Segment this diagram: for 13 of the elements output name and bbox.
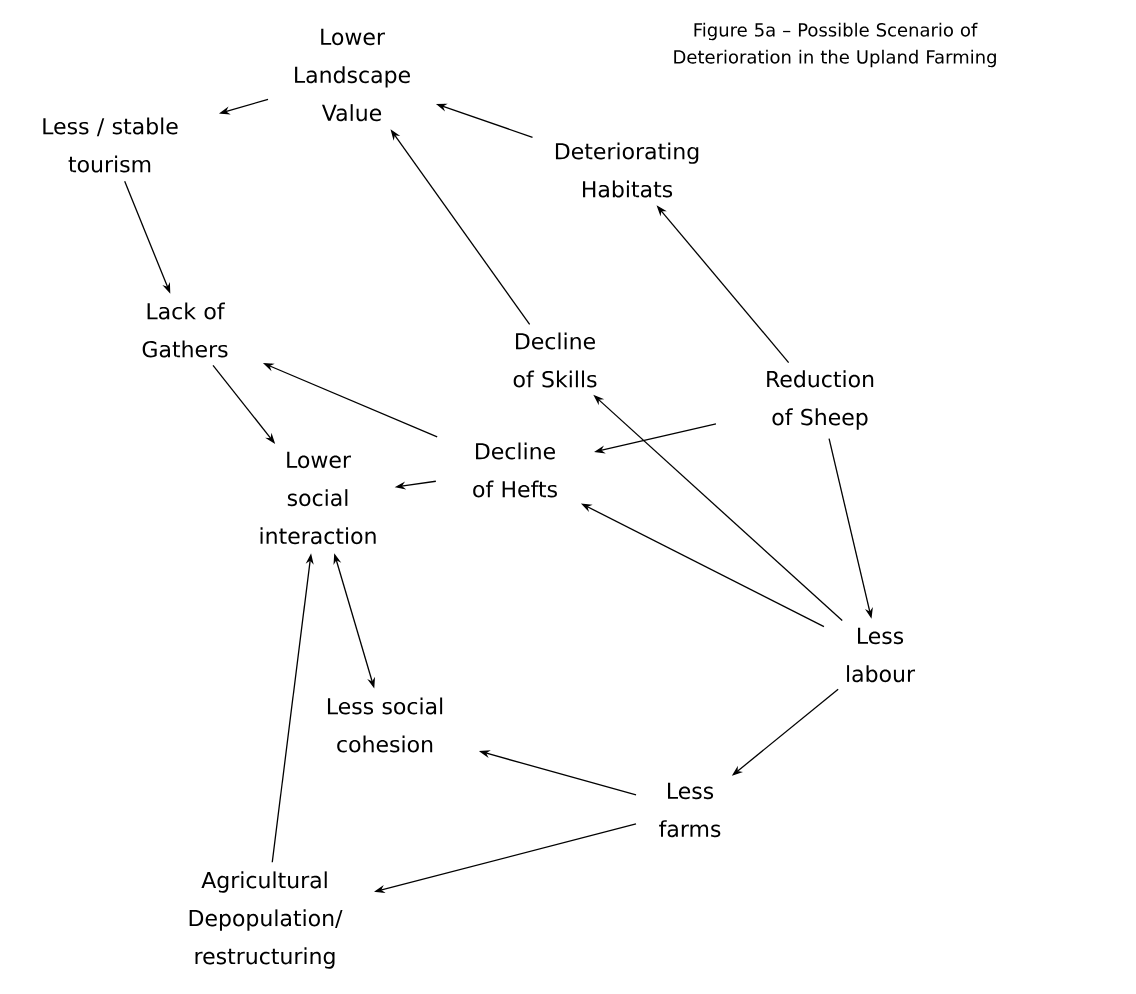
node-text: Reduction of Sheep	[767, 370, 874, 430]
node-text: Decline of Hefts	[473, 442, 557, 498]
node-text: Less labour	[847, 627, 916, 683]
title: Figure 5a – Possible Scenario of Deterioration in the Upland Farming	[674, 22, 996, 68]
node-text: Agricultural Depopulation/ restructuring	[189, 871, 343, 969]
node-text: Lower social interaction	[260, 451, 376, 545]
node-text: Decline of Skills	[513, 332, 597, 388]
node-text: Lower Landscape Value	[295, 28, 410, 122]
node-text: Less social cohesion	[327, 697, 443, 753]
node-text: Less / stable tourism	[43, 117, 178, 173]
node-text: Lack of Gathers	[142, 302, 228, 358]
node-text: Deteriorating Habitats	[555, 142, 699, 198]
node-text: Less farms	[659, 782, 721, 838]
